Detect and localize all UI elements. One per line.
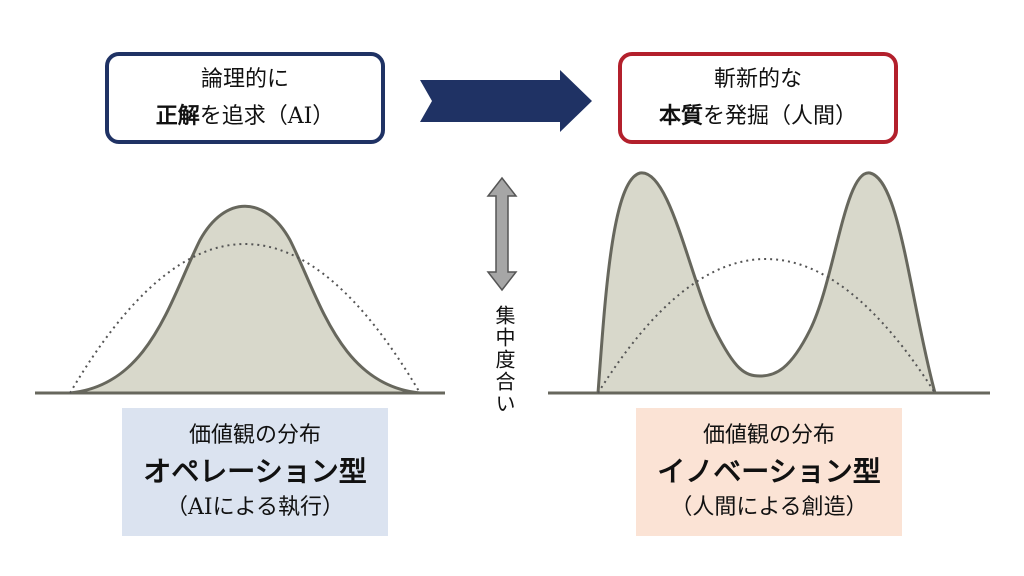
ai-box-line1: 論理的に xyxy=(200,66,289,92)
operation-label-title: オペレーション型 xyxy=(143,455,367,488)
ai-box-bold: 正解 xyxy=(155,102,200,129)
human-box-line2: 本質を発掘（人間） xyxy=(659,98,857,135)
operation-type-label: 価値観の分布 オペレーション型 （AIによる執行） xyxy=(122,408,388,536)
innovation-label-title: イノベーション型 xyxy=(657,455,881,488)
human-box-bold: 本質 xyxy=(658,102,703,129)
operation-label-line3: （AIによる執行） xyxy=(166,495,344,520)
double-arrow-icon xyxy=(486,176,518,292)
innovation-label-line3: （人間による創造） xyxy=(670,495,868,520)
operation-label-line1: 価値観の分布 xyxy=(188,423,321,448)
right-arrow-icon xyxy=(420,70,592,132)
ai-box-rest: を追求（AI） xyxy=(199,103,335,129)
innovation-label-line1: 価値観の分布 xyxy=(702,423,835,448)
human-insight-box: 斬新的な 本質を発掘（人間） xyxy=(618,52,898,144)
innovation-type-label: 価値観の分布 イノベーション型 （人間による創造） xyxy=(636,408,902,536)
ai-logic-box: 論理的に 正解を追求（AI） xyxy=(105,52,385,144)
ai-box-line2: 正解を追求（AI） xyxy=(156,98,335,135)
right-bimodal-curve xyxy=(596,171,937,395)
left-bell-curve xyxy=(69,204,421,395)
human-box-line1: 斬新的な xyxy=(713,66,802,92)
human-box-rest: を発掘（人間） xyxy=(703,103,858,129)
concentration-axis-label: 集中度合い xyxy=(492,305,516,415)
right-dotted-curve xyxy=(597,258,936,394)
